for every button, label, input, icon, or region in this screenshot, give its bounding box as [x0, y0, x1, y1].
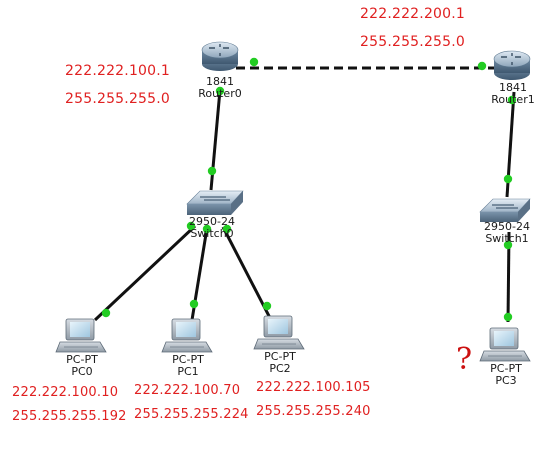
switch1-name: Switch1: [485, 232, 529, 245]
link-light-icon: [503, 312, 513, 322]
pc3[interactable]: [479, 327, 531, 362]
pc0-model: PC-PT: [66, 353, 98, 366]
pc1-name: PC1: [177, 365, 199, 378]
switch0-model: 2950-24: [189, 215, 235, 228]
router0[interactable]: [201, 41, 239, 71]
pc2-model: PC-PT: [264, 350, 296, 363]
switch-arrows-icon: [200, 196, 230, 201]
router-arrows-icon: [209, 44, 229, 56]
link-light-icon: [207, 166, 217, 176]
link-light-icon: [262, 301, 272, 311]
router1-name: Router1: [491, 93, 535, 106]
switch0[interactable]: [186, 190, 244, 215]
link-light-icon: [477, 61, 487, 71]
link-light-icon: [202, 224, 212, 234]
pc2-label: PC-PT PC2: [256, 351, 304, 375]
router0-ip-note: 222.222.100.1: [65, 63, 171, 79]
cable-switch0-pc2[interactable]: [221, 226, 272, 319]
link-light-icon: [186, 221, 196, 231]
pc2[interactable]: [253, 315, 305, 350]
switch1-label: 2950-24 Switch1: [479, 221, 535, 245]
switch0-label: 2950-24 Switch0: [184, 216, 240, 240]
link-light-icon: [249, 57, 259, 67]
link-light-icon: [503, 240, 513, 250]
pc1-model: PC-PT: [172, 353, 204, 366]
pc0-mask-note: 255.255.255.192: [12, 409, 127, 424]
link-light-icon: [189, 299, 199, 309]
pc0-ip-note: 222.222.100.10: [12, 385, 119, 400]
pc2-ip-note: 222.222.100.105: [256, 380, 371, 395]
switch1-model: 2950-24: [484, 220, 530, 233]
pc1-ip-note: 222.222.100.70: [134, 383, 241, 398]
link-lights: [101, 57, 517, 322]
router0-label: 1841 Router0: [197, 76, 243, 100]
link-light-icon: [503, 174, 513, 184]
pc2-mask-note: 255.255.255.240: [256, 404, 371, 419]
pc1-mask-note: 255.255.255.224: [134, 407, 249, 422]
pc0-label: PC-PT PC0: [58, 354, 106, 378]
router0-mask-note: 255.255.255.0: [65, 91, 171, 107]
switch1[interactable]: [479, 198, 531, 222]
pc3-question-mark: ?: [456, 342, 473, 377]
router1[interactable]: [493, 50, 531, 80]
pc2-name: PC2: [269, 362, 291, 375]
pc1[interactable]: [161, 318, 213, 353]
router1-model: 1841: [499, 81, 527, 94]
router1-ip-note: 222.222.200.1: [360, 6, 466, 22]
pc3-name: PC3: [495, 374, 517, 387]
pc0-name: PC0: [71, 365, 93, 378]
pc3-label: PC-PT PC3: [482, 363, 530, 387]
router0-name: Router0: [198, 87, 242, 100]
router1-label: 1841 Router1: [490, 82, 536, 106]
router0-model: 1841: [206, 75, 234, 88]
router-arrows-icon: [501, 53, 521, 65]
cable-switch0-pc0[interactable]: [93, 224, 197, 322]
link-light-icon: [507, 95, 517, 105]
pc0[interactable]: [55, 318, 107, 353]
link-light-icon: [222, 224, 232, 234]
switch0-name: Switch0: [190, 227, 234, 240]
link-light-icon: [215, 86, 225, 96]
router1-mask-note: 255.255.255.0: [360, 34, 466, 50]
switch-arrows-icon: [492, 204, 518, 209]
link-light-icon: [101, 308, 111, 318]
pc3-model: PC-PT: [490, 362, 522, 375]
pc1-label: PC-PT PC1: [164, 354, 212, 378]
